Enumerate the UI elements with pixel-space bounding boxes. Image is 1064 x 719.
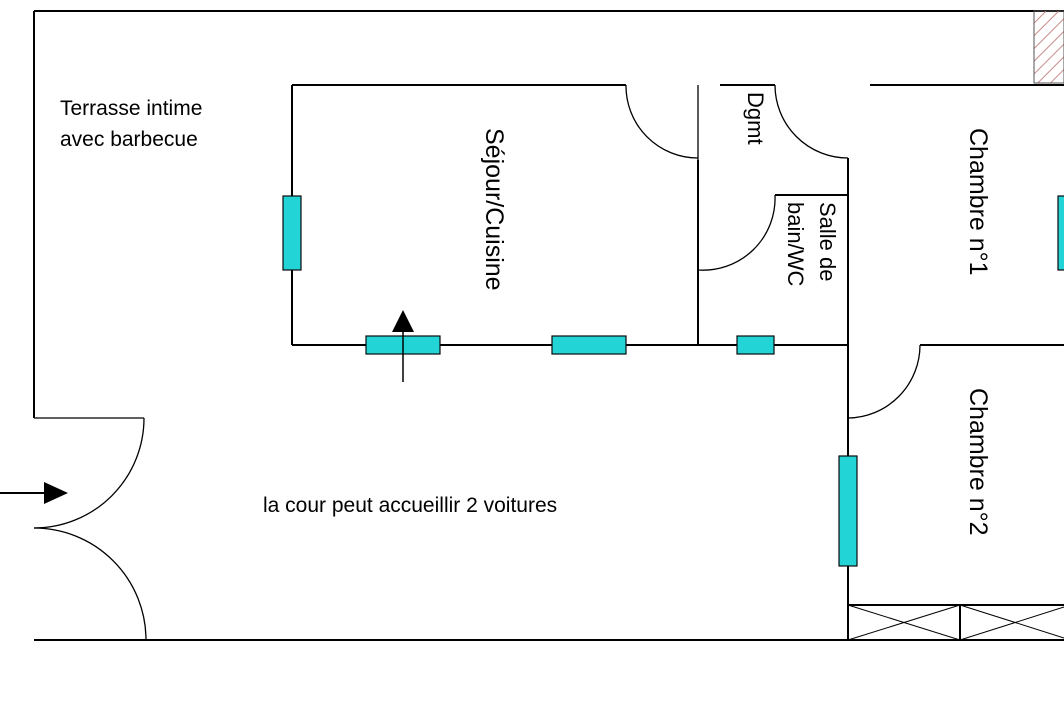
window-sejour-south-2 [551, 335, 627, 355]
window-chambre2-west [838, 455, 858, 567]
hatched-column [1033, 10, 1064, 84]
door-swings [33, 84, 921, 641]
terrace-label-line1: Terrasse intime [60, 97, 202, 120]
courtyard-label: la cour peut accueillir 2 voitures [263, 494, 557, 517]
windows [282, 195, 1064, 567]
entrance-arrow [0, 482, 68, 504]
sejour-entry-arrow [392, 310, 414, 382]
room-degagement-label: Dgmt [743, 92, 768, 145]
interior-walls [291, 84, 1064, 640]
room-bathroom-label-line1: Salle de [815, 202, 840, 282]
terrace-label-line2: avec barbecue [60, 128, 198, 151]
window-bathroom [736, 335, 775, 355]
outer-walls [33, 10, 1064, 641]
window-chambre1-east [1057, 195, 1064, 271]
room-sejour-label: Séjour/Cuisine [480, 128, 508, 291]
room-bathroom-label-line2: bain/WC [783, 202, 808, 286]
window-sejour-west [282, 195, 302, 271]
wardrobe [847, 604, 1064, 641]
room-chambre2-label: Chambre n°2 [964, 388, 992, 536]
room-chambre1-label: Chambre n°1 [964, 128, 992, 276]
